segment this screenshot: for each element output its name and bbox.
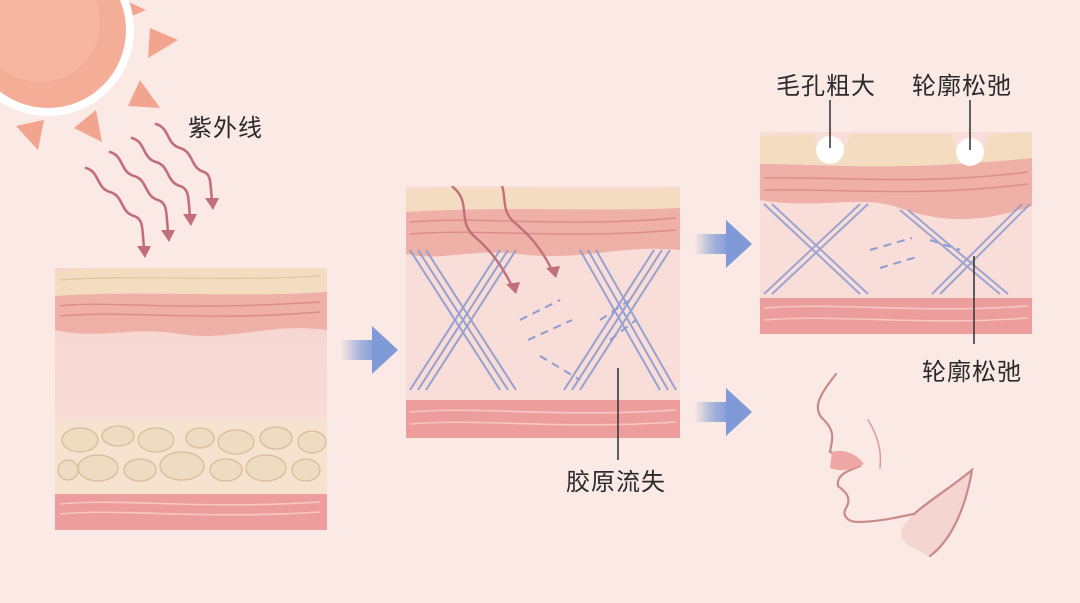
sun-icon bbox=[0, 0, 178, 150]
arrow-right-icon bbox=[694, 388, 752, 436]
label-sagging-top: 轮廓松弛 bbox=[912, 72, 1012, 100]
uv-ray-icon bbox=[84, 122, 219, 258]
arrow-right-icon bbox=[340, 326, 398, 374]
label-collagen-loss: 胶原流失 bbox=[566, 468, 666, 496]
skin-panel-collagen-loss bbox=[406, 186, 680, 438]
skin-panel-aged bbox=[760, 132, 1032, 334]
face-profile-icon bbox=[816, 372, 974, 558]
arrow-right-icon bbox=[694, 220, 752, 268]
label-enlarged-pores: 毛孔粗大 bbox=[776, 72, 876, 100]
label-sagging-side: 轮廓松弛 bbox=[922, 358, 1022, 386]
skin-panel-healthy bbox=[55, 268, 327, 530]
label-uv: 紫外线 bbox=[188, 114, 263, 142]
